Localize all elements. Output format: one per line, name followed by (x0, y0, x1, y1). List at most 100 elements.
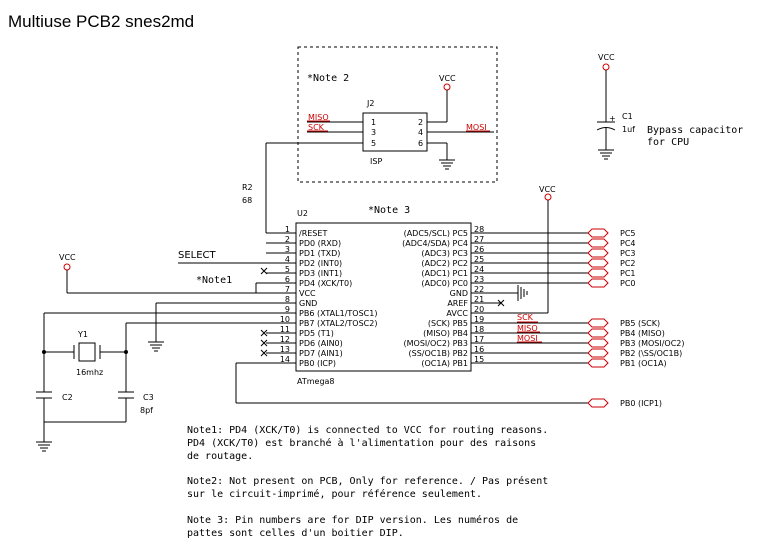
u2-pin-name: PB7 (XTAL2/TOSC2) (299, 319, 377, 328)
c2-ref: C2 (62, 393, 73, 402)
port-connector-icon (587, 328, 609, 338)
u2-pin-number: 17 (474, 335, 484, 344)
ground-icon (517, 285, 528, 301)
note2-marker: *Note 2 (307, 73, 349, 84)
u2-pin-name: (ADC3) PC3 (421, 249, 468, 258)
u2-pin-number: 5 (285, 265, 290, 274)
port-connector-icon (587, 338, 609, 348)
r2-ref: R2 (242, 183, 253, 192)
u2-pin-number: 24 (474, 265, 484, 274)
vcc-label: VCC (59, 253, 76, 262)
u2-pin-name: (SS/OC1B) PB2 (409, 349, 469, 358)
ground-icon (148, 341, 164, 352)
u2-pin-name: PD7 (AIN1) (299, 349, 343, 358)
u2-pin-name: PD0 (RXD) (299, 239, 341, 248)
port-label: PC4 (620, 239, 636, 248)
j2-pin-2: 2 (418, 118, 423, 127)
port-connector-icon (587, 398, 609, 408)
u2-pin-number: 8 (285, 295, 290, 304)
c3-value: 8pf (140, 406, 153, 415)
u2-pin-name: (MOSI/OC2) PB3 (404, 339, 469, 348)
u2-pin-number: 6 (285, 275, 290, 284)
c1-value: 1uf (622, 125, 635, 134)
u2-pin-number: 21 (474, 295, 484, 304)
u2-pin-number: 19 (474, 315, 484, 324)
vcc-label: VCC (598, 53, 615, 62)
note2-line-2: sur le circuit-imprimé, pour référence s… (187, 488, 482, 500)
u2-pin-number: 16 (474, 345, 484, 354)
u2-pin-name: PD4 (XCK/T0) (299, 279, 352, 288)
u2-pin-number: 13 (280, 345, 290, 354)
u2-pin-number: 20 (474, 305, 484, 314)
ground-icon (36, 441, 52, 452)
u2-pin-number: 22 (474, 285, 484, 294)
c1-capacitor: + (596, 114, 616, 131)
u2-pin-name: GND (450, 289, 468, 298)
port-label: PB4 (MISO) (620, 329, 665, 338)
u2-pin-name: PD3 (INT1) (299, 269, 342, 278)
spi-sck-label: SCK (517, 313, 534, 322)
port-connector-icon (587, 348, 609, 358)
note2-box (297, 46, 498, 183)
schematic-title: Multiuse PCB2 snes2md (8, 12, 194, 31)
u2-pin-name: PB0 (ICP) (299, 359, 336, 368)
port-label: PC2 (620, 259, 636, 268)
u2-pin-name: (ADC4/SDA) PC4 (402, 239, 468, 248)
u2-pin-name: (ADC5/SCL) PC5 (404, 229, 468, 238)
vcc-terminal (544, 193, 552, 201)
vcc-label: VCC (539, 185, 556, 194)
j2-miso-label: MISO (308, 113, 329, 122)
c2-capacitor (36, 391, 52, 399)
c1-desc-1: Bypass capacitor (647, 125, 743, 136)
note1-line-1: Note1: PD4 (XCK/T0) is connected to VCC … (187, 425, 548, 436)
vcc-terminal (602, 63, 610, 71)
y1-crystal (73, 342, 101, 362)
u2-pin-number: 14 (280, 355, 290, 364)
ground-icon (598, 149, 614, 160)
y1-ref: Y1 (77, 330, 88, 339)
u2-pin-number: 7 (285, 285, 290, 294)
j2-mosi-label: MOSI (466, 123, 487, 132)
j2-pin-4: 4 (418, 128, 423, 137)
note1-line-3: de routage. (187, 451, 253, 462)
vcc-terminal (63, 263, 71, 271)
u2-pin-name: PD5 (T1) (299, 329, 334, 338)
r2-value: 68 (242, 196, 252, 205)
port-label: PB1 (OC1A) (620, 359, 667, 368)
port-connector-icon (587, 278, 609, 288)
u2-pin-name: (MISO) PB4 (423, 329, 468, 338)
ground-icon (439, 159, 455, 170)
j2-sck-label: SCK (308, 123, 325, 132)
u2-pin-number: 23 (474, 275, 484, 284)
u2-pin-number: 15 (474, 355, 484, 364)
u2-pin-name: (ADC2) PC2 (421, 259, 468, 268)
select-label: SELECT (178, 250, 217, 261)
u2-pin-name: VCC (299, 289, 316, 298)
c1-ref: C1 (622, 112, 633, 121)
u2-pin-number: 27 (474, 235, 484, 244)
u2-pin-name: (ADC0) PC0 (421, 279, 468, 288)
svg-text:+: + (609, 114, 616, 123)
u2-pin-number: 9 (285, 305, 290, 314)
u2-pin-name: /RESET (299, 229, 327, 238)
u2-part: ATmega8 (297, 377, 335, 386)
u2-pin-number: 26 (474, 245, 484, 254)
note3-marker: *Note 3 (368, 205, 410, 216)
note3-line-1: Note 3: Pin numbers are for DIP version.… (187, 514, 518, 526)
note1-line-2: PD4 (XCK/T0) est branché à l'alimentatio… (187, 437, 536, 449)
u2-pin-number: 11 (280, 325, 290, 334)
port-connector-icon (587, 228, 609, 238)
u2-pin-number: 1 (285, 225, 290, 234)
spi-miso-label: MISO (517, 324, 538, 333)
u2-pin-number: 12 (280, 335, 290, 344)
u2-pin-number: 18 (474, 325, 484, 334)
port-connector-icon (587, 238, 609, 248)
u2-pin-name: PD1 (TXD) (299, 249, 340, 258)
u2-pin-name: AREF (447, 299, 468, 308)
vcc-terminal (443, 83, 451, 91)
port-label: PB0 (ICP1) (620, 399, 662, 408)
j2-connector (362, 112, 428, 152)
u2-pin-name: PB6 (XTAL1/TOSC1) (299, 309, 377, 318)
